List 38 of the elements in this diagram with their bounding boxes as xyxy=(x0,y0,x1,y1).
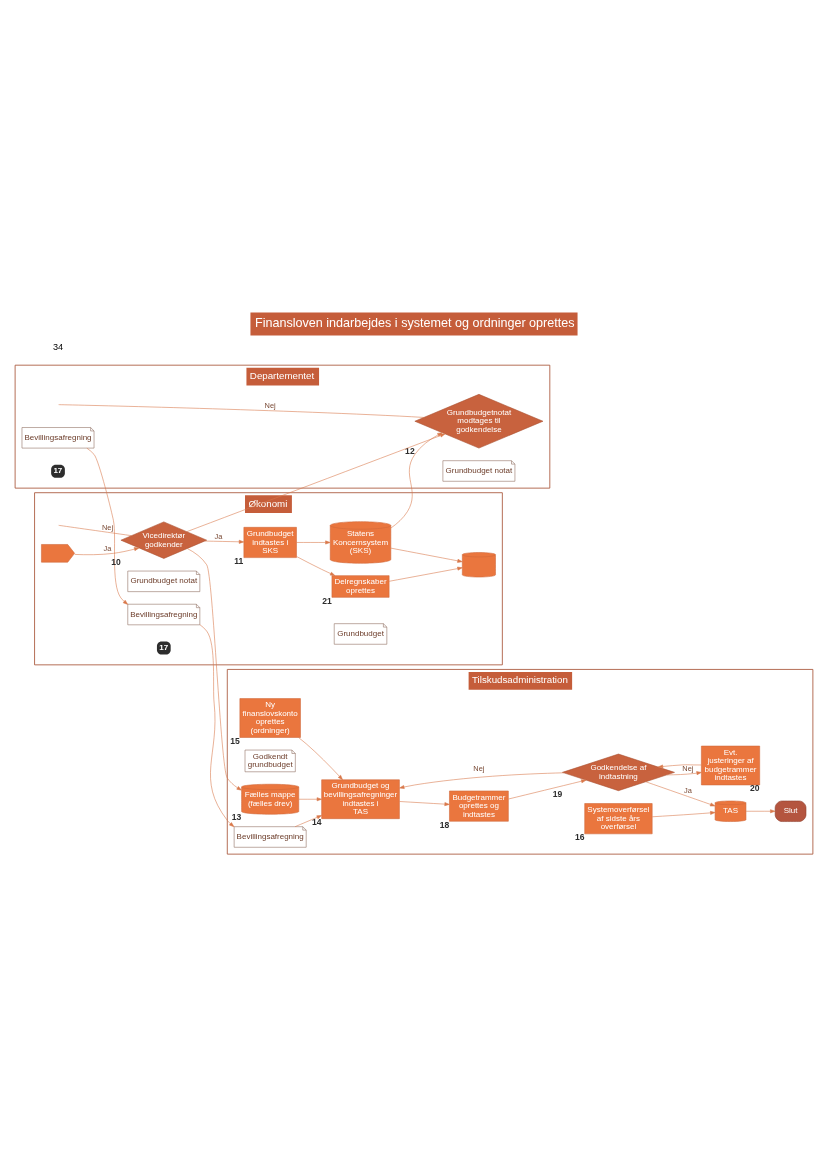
arrow xyxy=(399,772,564,789)
node-label: 18 xyxy=(439,819,450,830)
node-label: 14 xyxy=(311,816,322,827)
diagram-title: Finansloven indarbejdes i systemet og ordninger oprettes xyxy=(255,316,575,331)
arrow xyxy=(186,548,242,791)
arrow xyxy=(186,433,446,532)
connector xyxy=(58,525,132,536)
arrow xyxy=(388,566,463,582)
arrow xyxy=(390,547,463,563)
arrow xyxy=(74,547,140,555)
arrow xyxy=(651,810,716,818)
arrow xyxy=(399,801,450,806)
node-label: 10 xyxy=(111,556,121,567)
node-pentagon xyxy=(41,544,75,563)
arrow xyxy=(390,432,443,529)
node-label: 12 xyxy=(405,446,415,457)
arrow xyxy=(86,447,129,605)
node-label: 11 xyxy=(234,555,244,566)
arrow xyxy=(745,809,776,814)
label: 34 xyxy=(52,342,64,353)
arrow xyxy=(298,797,322,802)
node-label: 13 xyxy=(231,812,242,823)
node-label: 15 xyxy=(230,735,240,746)
arrow xyxy=(645,781,716,807)
arrow xyxy=(666,771,702,776)
node-label: 19 xyxy=(552,788,563,799)
arrow xyxy=(296,556,336,576)
node-label: 21 xyxy=(322,595,332,606)
arrow xyxy=(294,815,322,827)
arrow xyxy=(508,779,587,800)
node-label: 20 xyxy=(749,783,760,794)
arrow xyxy=(298,737,343,780)
arrow xyxy=(199,624,235,827)
arrow xyxy=(296,540,331,545)
arrow xyxy=(657,764,702,769)
node-label: 16 xyxy=(574,832,585,843)
connector xyxy=(58,404,425,418)
arrow xyxy=(204,539,245,544)
